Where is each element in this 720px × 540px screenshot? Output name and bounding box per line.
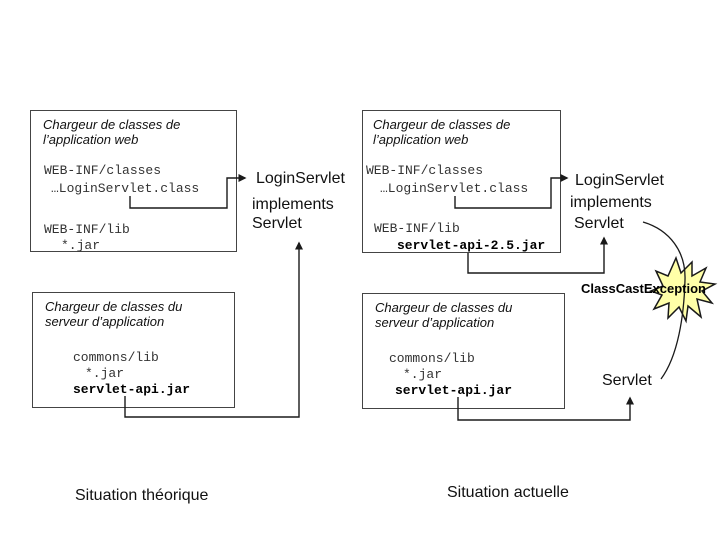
label-servlet-upper-right: Servlet — [574, 215, 624, 232]
box-title-line: Chargeur de classes du — [375, 300, 513, 315]
code-line: commons/lib — [389, 351, 475, 366]
box-title-line: l’application web — [373, 132, 469, 147]
label-loginservlet-right: LoginServlet — [575, 172, 664, 189]
code-line: *.jar — [403, 367, 443, 382]
box-title-line: Chargeur de classes de — [43, 117, 181, 132]
label-implements-right: implements — [570, 194, 652, 211]
box-title-line: serveur d’application — [45, 314, 165, 329]
label-implements-left: implements — [252, 196, 334, 213]
caption-situation-actuelle: Situation actuelle — [447, 484, 569, 501]
box-title-line: l’application web — [43, 132, 139, 147]
code-line-jar-bold: servlet-api.jar — [73, 382, 191, 397]
conflict-curve-servlet-to-servlet — [642, 221, 686, 380]
label-servlet-left: Servlet — [252, 215, 302, 232]
code-line: commons/lib — [73, 350, 159, 365]
box-title-line: Chargeur de classes du — [45, 299, 183, 314]
code-line: WEB-INF/lib — [44, 222, 130, 237]
server-classloader-box-right: Chargeur de classes du serveur d’applica… — [362, 293, 565, 409]
label-servlet-lower-right: Servlet — [602, 372, 652, 389]
code-line: …LoginServlet.class — [380, 181, 529, 196]
code-line: *.jar — [85, 366, 125, 381]
label-loginservlet-left: LoginServlet — [256, 170, 345, 187]
classcastexception-label: ClassCastException — [581, 281, 706, 296]
code-line-jar-bold: servlet-api-2.5.jar — [397, 238, 546, 253]
server-classloader-box-left: Chargeur de classes du serveur d’applica… — [32, 292, 235, 408]
code-line: WEB-INF/lib — [374, 221, 460, 236]
code-line: …LoginServlet.class — [51, 181, 200, 196]
code-line: WEB-INF/classes — [44, 163, 162, 178]
code-line-jar-bold: servlet-api.jar — [395, 383, 513, 398]
webapp-classloader-box-right: Chargeur de classes de l’application web… — [362, 110, 561, 253]
webapp-classloader-box-left: Chargeur de classes de l’application web… — [30, 110, 237, 253]
box-title-line: Chargeur de classes de — [373, 117, 511, 132]
code-line: *.jar — [61, 238, 101, 253]
code-line: WEB-INF/classes — [366, 163, 484, 178]
box-title-line: serveur d’application — [375, 315, 495, 330]
caption-situation-theorique: Situation théorique — [75, 487, 209, 504]
